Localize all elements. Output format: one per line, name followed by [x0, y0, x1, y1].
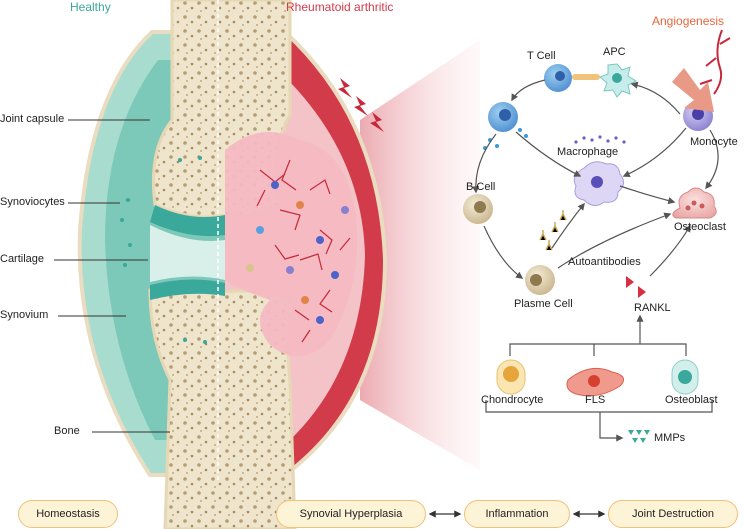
cartilage-label: Cartilage: [0, 253, 45, 265]
fls-label: FLS: [585, 394, 606, 406]
monocyte-label: Monocyte: [690, 136, 738, 148]
pathway-arrows: [472, 79, 719, 442]
angiogenesis-vessel-icon: [699, 29, 731, 95]
macrophage-dots: [574, 135, 626, 144]
b-cell-label: B Cell: [466, 181, 496, 193]
rankl-icon: [626, 276, 646, 298]
osteoblast-icon: [671, 359, 699, 395]
joint-capsule-label: Joint capsule: [0, 113, 65, 125]
b-cell-icon: [463, 194, 493, 224]
apc-label: APC: [603, 46, 626, 58]
inflammation-pill: Inflammation: [464, 500, 570, 528]
cartilage-upper: [150, 205, 225, 237]
joint-destruction-pill: Joint Destruction: [608, 500, 738, 528]
macrophage-label: Macrophage: [557, 146, 619, 158]
bone-label: Bone: [54, 425, 80, 437]
t-cell-icon: [544, 64, 572, 92]
zoom-cone: [360, 40, 480, 470]
apc-icon: [599, 63, 638, 98]
fls-icon: [566, 367, 625, 397]
osteoblast-label: Osteoblast: [665, 394, 718, 406]
synovial-hyperplasia-pill: Synovial Hyperplasia: [276, 500, 426, 528]
autoantibodies-icon: [539, 210, 567, 251]
healthy-header: Healthy: [70, 0, 111, 14]
plasma-cell-icon: [525, 265, 555, 295]
chondrocyte-label: Chondrocyte: [481, 394, 544, 406]
osteoclast-icon: [672, 187, 717, 219]
mmps-label: MMPs: [654, 432, 686, 444]
rankl-label: RANKL: [634, 302, 671, 314]
t-cell-label: T Cell: [527, 50, 556, 62]
synoviocyte-dots: [120, 156, 207, 344]
macrophage-icon: [573, 161, 624, 206]
joint-space: [150, 225, 225, 282]
pannus: [225, 132, 358, 357]
bracket-lines: [485, 340, 713, 413]
chondrocyte-icon: [496, 359, 526, 395]
anatomy-leader-lines: [54, 119, 170, 433]
angiogenesis-arrow: [672, 68, 714, 112]
pain-lightning-icon: [338, 78, 384, 132]
angiogenesis-label: Angiogenesis: [652, 14, 725, 28]
t-cell-effector-icon: [483, 102, 528, 150]
autoantibodies-label: Autoantibodies: [568, 256, 641, 268]
synoviocytes-label: Synoviocytes: [0, 196, 65, 208]
homeostasis-pill: Homeostasis: [18, 500, 118, 528]
osteoclast-label: Osteoclast: [674, 221, 726, 233]
synovium-label: Synovium: [0, 309, 49, 321]
cartilage-lower: [150, 279, 225, 300]
mmps-icon: [628, 430, 650, 443]
tcr-connector: [572, 74, 600, 80]
ra-header: Rheumatoid arthritic: [286, 0, 394, 14]
immune-cells-joint: [246, 181, 349, 324]
plasme-cell-label: Plasme Cell: [514, 298, 573, 310]
